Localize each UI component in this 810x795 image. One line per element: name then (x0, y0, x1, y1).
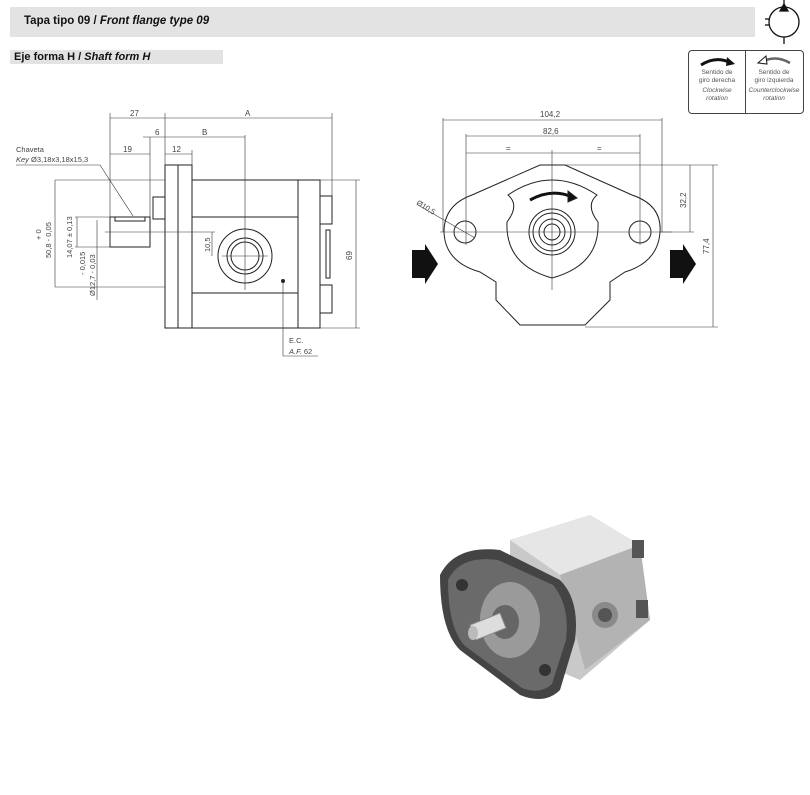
label: giro izquierda (754, 77, 794, 84)
dim-b: B (202, 128, 207, 137)
dim-6: 6 (155, 128, 160, 137)
page-title: Tapa tipo 09 / Front flange type 09 (24, 15, 210, 27)
dim-82-6: 82,6 (543, 127, 559, 136)
key-spec: Key Ø3,18x3,18x15,3 (16, 155, 88, 164)
dim-27: 27 (130, 109, 139, 118)
dim-19: 19 (123, 145, 132, 154)
label: rotation (706, 95, 728, 102)
label: Counterclockwise (748, 87, 800, 94)
counterclockwise-arrow-icon (756, 55, 791, 65)
label: giro derecha (698, 77, 736, 84)
pump-symbol-icon (765, 0, 800, 44)
hole-diameter: Ø10,5 (415, 198, 437, 216)
ec-label: E.C. (289, 336, 304, 345)
label: Sentido de (701, 69, 733, 76)
dim-equal-right: = (597, 144, 602, 153)
label: Sentido de (758, 69, 790, 76)
key-label: Chaveta (16, 145, 45, 154)
dim-77-4: 77,4 (702, 238, 711, 254)
inlet-arrow-icon (412, 244, 438, 284)
dim-104-2: 104,2 (540, 110, 561, 119)
front-view: 104,2 82,6 = = Ø10,5 32,2 77,4 (412, 110, 718, 328)
dim-50-8-tol: + 0 (34, 229, 43, 240)
rotation-clockwise: Sentido de giro derecha Clockwise rotati… (689, 51, 746, 113)
clockwise-arrow-icon (700, 57, 735, 67)
dim-12: 12 (172, 145, 181, 154)
outlet-arrow-icon (670, 244, 696, 284)
dim-69: 69 (345, 251, 354, 260)
dim-14-07: 14,07 ± 0,13 (65, 216, 74, 258)
af-label: A.F. 62 (288, 347, 312, 356)
dim-32-2: 32,2 (679, 192, 688, 208)
dim-a: A (245, 109, 251, 118)
rotation-counterclockwise: Sentido de giro izquierda Counterclockwi… (746, 51, 802, 113)
dim-50-8: 50,8 - 0,05 (44, 222, 53, 258)
dim-12-7: Ø12,7 - 0,03 (88, 254, 97, 296)
dim-10-5: 10,5 (203, 237, 212, 252)
label: Clockwise (702, 87, 732, 94)
header-band: Tapa tipo 09 / Front flange type 09 (10, 7, 755, 37)
dim-12-7-tol: - 0,015 (78, 252, 87, 275)
rotation-legend: Sentido de giro derecha Clockwise rotati… (688, 50, 804, 114)
dim-equal-left: = (506, 144, 511, 153)
pump-photo (440, 515, 650, 699)
section-title: Eje forma H / Shaft form H (14, 51, 151, 63)
side-view: 27 A 6 B 19 12 Chaveta Key Ø3,18x3,18x15… (16, 109, 360, 357)
section-band: Eje forma H / Shaft form H (10, 50, 223, 64)
label: rotation (763, 95, 785, 102)
